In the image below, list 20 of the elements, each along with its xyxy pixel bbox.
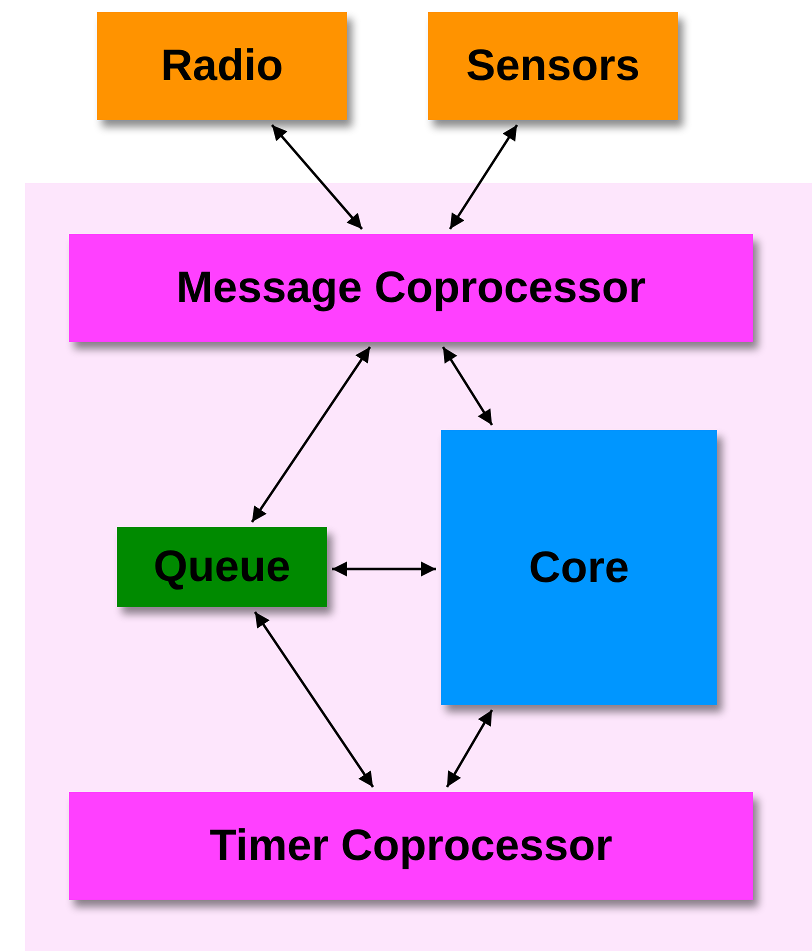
box-label: Timer Coprocessor bbox=[210, 824, 612, 868]
double-arrow bbox=[442, 346, 494, 426]
coprocessor-box bbox=[69, 234, 753, 342]
double-arrow bbox=[254, 611, 374, 788]
box-label: Sensors bbox=[466, 44, 640, 88]
box-label: Queue bbox=[154, 545, 290, 589]
double-arrow bbox=[448, 124, 518, 230]
double-arrow bbox=[271, 124, 363, 230]
double-arrow bbox=[250, 346, 372, 523]
double-arrow bbox=[332, 562, 436, 576]
box-label: Radio bbox=[160, 44, 284, 88]
component-box bbox=[97, 12, 347, 120]
component-box bbox=[428, 12, 678, 120]
box-label: Message Coprocessor bbox=[176, 266, 646, 310]
box-label: Core bbox=[528, 546, 630, 590]
coprocessor-box bbox=[69, 792, 753, 900]
system-region bbox=[25, 183, 812, 951]
core-box bbox=[441, 430, 717, 705]
double-arrow bbox=[446, 709, 494, 788]
queue-box bbox=[117, 527, 327, 607]
